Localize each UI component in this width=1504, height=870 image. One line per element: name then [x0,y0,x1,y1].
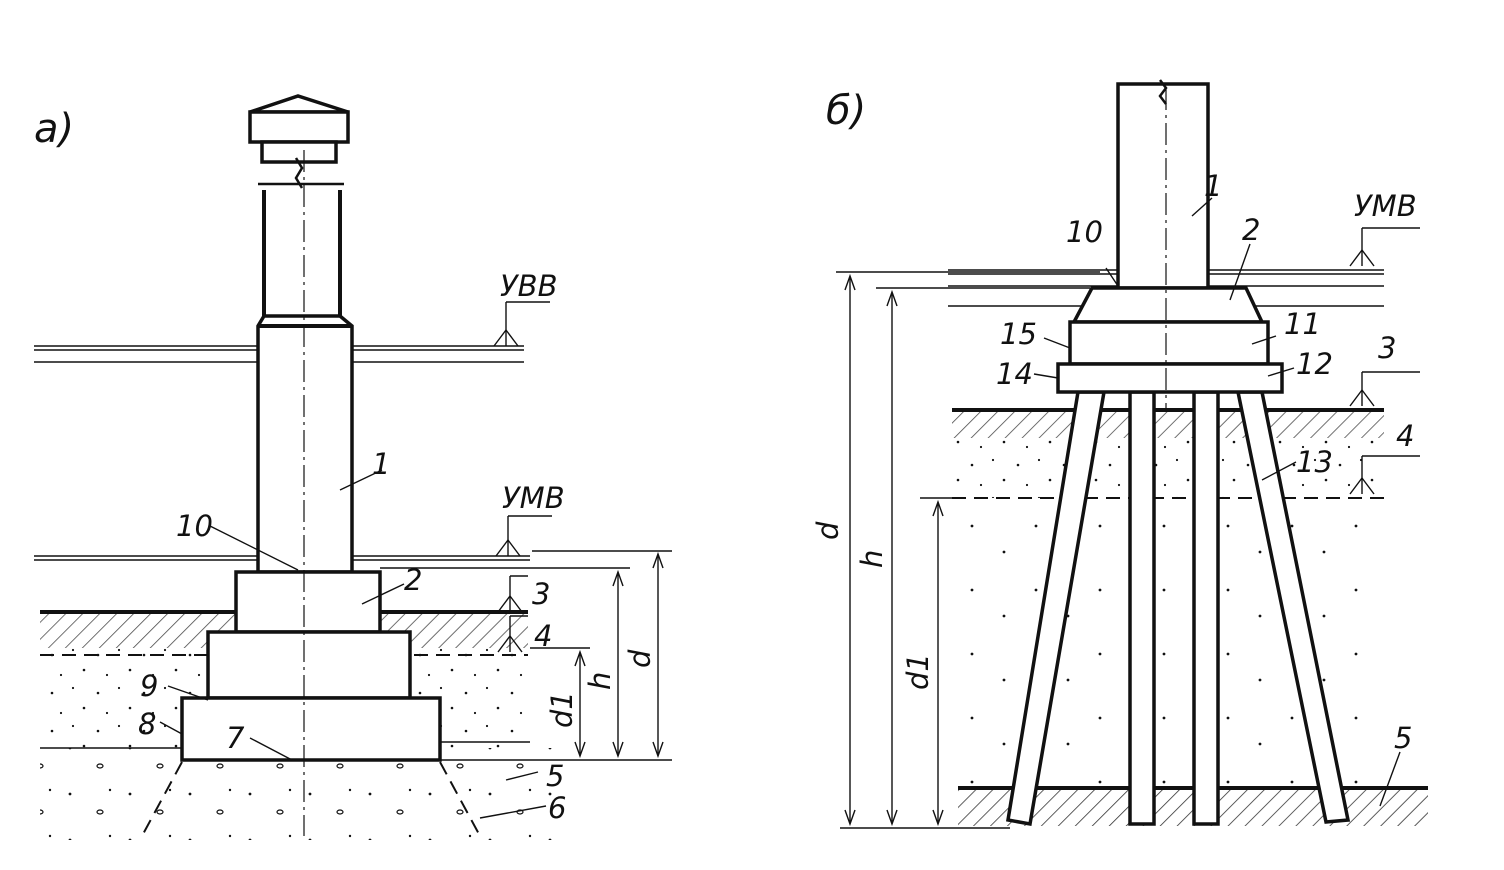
piles-b [1005,390,1351,827]
umv-label-b: УМВ [1354,189,1417,223]
pier-column-b [1056,79,1284,410]
dimension-d-b: d [811,521,845,540]
callout-8-a: 8 [138,707,156,741]
leader-lines-b [1033,197,1401,807]
level-marker-4-b [1349,455,1420,495]
level-marker-uvv-a: УВВ [493,269,557,347]
callout-5-b: 5 [1394,721,1412,755]
callout-1-b: 1 [1204,169,1222,203]
dimension-lines-a [380,550,672,761]
uvv-label-a: УВВ [500,269,557,303]
callout-4-b: 4 [1396,419,1414,453]
figure-b: б) [811,79,1428,829]
dimension-d1-b: d1 [901,653,935,690]
level-marker-umv-b: УМВ [1349,189,1420,267]
level-marker-3-b [1349,371,1420,407]
callout-12-b: 12 [1296,347,1333,381]
callout-13-b: 13 [1296,445,1333,479]
callout-10-a: 10 [176,509,213,543]
leader-lines-a [159,469,547,819]
dimension-d-a: d [623,649,657,668]
dimension-h-a: h [583,672,617,690]
callout-3-a: 3 [532,577,550,611]
callout-6-a: 6 [548,791,566,825]
level-marker-umv-a: УМВ [495,481,565,557]
panel-label-a: а) [34,106,74,152]
level-marker-4-a [497,615,528,653]
dimension-d1-a: d1 [545,691,579,728]
umv-label-a: УМВ [502,481,565,515]
panel-label-b: б) [826,88,866,134]
callout-3-b: 3 [1378,331,1396,365]
level-marker-3-a [497,575,528,613]
dimension-lines-b [836,271,1100,829]
callout-11-b: 11 [1284,307,1321,341]
callout-2-a: 2 [404,563,422,597]
pier-column-a [180,94,442,836]
callout-2-b: 2 [1242,213,1260,247]
callout-14-b: 14 [996,357,1033,391]
dimension-h-b: h [855,550,889,568]
figure-a: а) [34,94,672,840]
callout-10-b: 10 [1066,215,1103,249]
callout-5-a: 5 [546,759,564,793]
callout-7-a: 7 [226,721,245,755]
callout-15-b: 15 [1000,317,1037,351]
callout-1-a: 1 [372,447,390,481]
callout-9-a: 9 [140,669,158,703]
callout-4-a: 4 [534,619,552,653]
